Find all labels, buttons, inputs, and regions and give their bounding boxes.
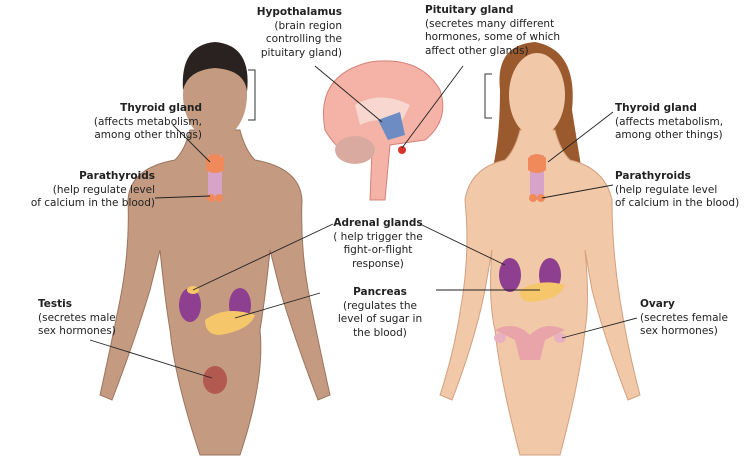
label-line: among other things)	[94, 129, 202, 141]
label-line: pituitary gland)	[260, 46, 342, 59]
label-title: Hypothalamus	[256, 6, 342, 18]
label-title: Parathyroids	[79, 170, 155, 182]
label-line: level of sugar in	[337, 313, 423, 325]
label-line: (regulates the	[343, 299, 417, 312]
label-line: hormones, some of which	[425, 31, 561, 43]
label-line: (secretes many different	[425, 17, 555, 30]
label-line: the blood)	[353, 326, 407, 339]
label-line: of calcium in the blood)	[30, 197, 155, 209]
label-line: sex hormones)	[38, 325, 116, 337]
thyroid-female-label: Thyroid gland(affects metabolism,among o…	[615, 102, 750, 143]
label-title: Parathyroids	[615, 170, 691, 182]
female-figure	[439, 42, 641, 456]
brain	[323, 60, 444, 201]
male-figure	[99, 42, 331, 456]
label-line: of calcium in the blood)	[615, 197, 740, 209]
label-line: affect other glands)	[425, 44, 529, 57]
label-line: (help regulate level	[615, 183, 718, 196]
label-title: Ovary	[640, 298, 675, 310]
leader-lines	[89, 65, 638, 379]
label-line: (secretes female	[640, 311, 728, 324]
label-line: ( help trigger the	[333, 230, 423, 243]
label-line: (affects metabolism,	[615, 115, 724, 128]
label-line: (brain region	[274, 19, 342, 32]
label-title: Thyroid gland	[615, 102, 697, 114]
label-title: Pituitary gland	[425, 4, 514, 16]
label-title: Testis	[38, 298, 73, 310]
label-title: Thyroid gland	[120, 102, 202, 114]
label-title: Pancreas	[353, 286, 407, 298]
label-line: response)	[352, 257, 404, 270]
label-line: controlling the	[265, 33, 342, 45]
label-line: (affects metabolism,	[93, 115, 202, 128]
label-title: Adrenal glands	[333, 217, 423, 229]
thyroid-male-label: Thyroid gland(affects metabolism,among o…	[60, 102, 202, 143]
label-line: (secretes male	[38, 311, 116, 324]
label-line: among other things)	[615, 129, 723, 141]
label-line: fight-or-flight	[343, 244, 413, 256]
label-line: (help regulate level	[52, 183, 155, 196]
label-line: sex hormones)	[640, 325, 718, 337]
